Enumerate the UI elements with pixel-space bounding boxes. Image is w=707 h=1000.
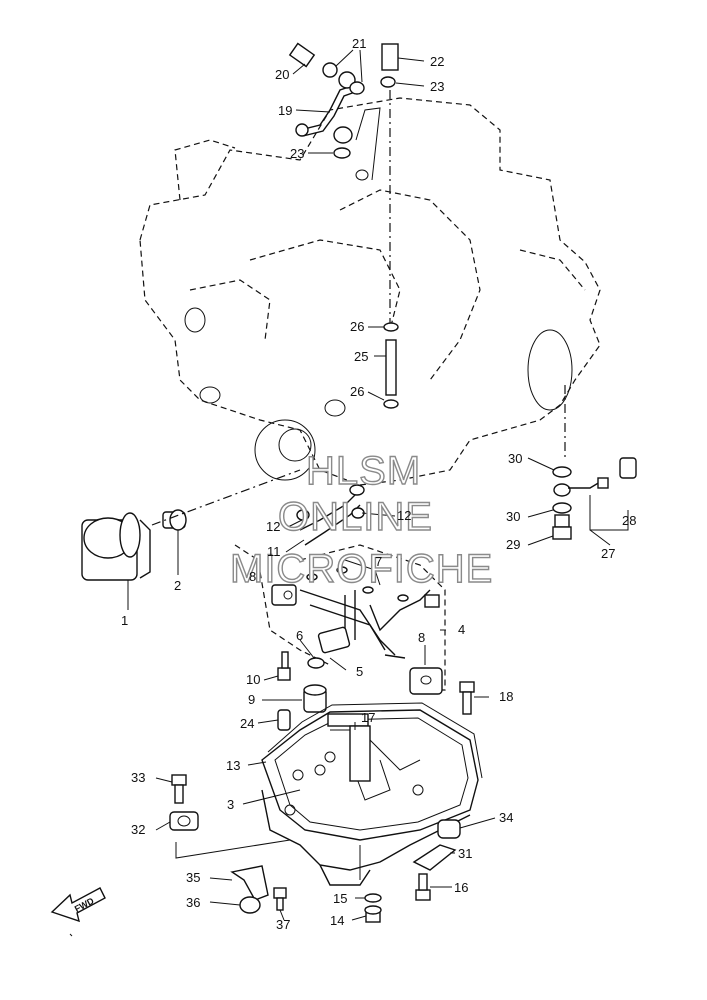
o-rings-7 bbox=[306, 566, 409, 602]
forward-direction-arrow: FWD bbox=[50, 887, 106, 923]
callout-11: 11 bbox=[267, 544, 281, 559]
callout-19: 19 bbox=[278, 103, 292, 118]
watermark-line-3: MICROFICHE bbox=[230, 547, 493, 591]
callout-7: 7 bbox=[375, 554, 382, 569]
o-ring-6 bbox=[307, 657, 325, 669]
callout-2: 2 bbox=[174, 578, 181, 593]
callout-17: 17 bbox=[361, 710, 375, 725]
callout-8-right: 8 bbox=[418, 630, 425, 645]
callout-5: 5 bbox=[356, 664, 363, 679]
callout-36: 36 bbox=[186, 895, 200, 910]
sensor-36 bbox=[239, 896, 261, 914]
bolt-16 bbox=[415, 873, 431, 901]
drain-bolt-14 bbox=[364, 905, 382, 923]
oil-pressure-switch-parts bbox=[552, 385, 637, 540]
plate-31 bbox=[412, 844, 457, 871]
callout-33: 33 bbox=[131, 770, 145, 785]
callout-23-top: 23 bbox=[430, 79, 444, 94]
callout-9: 9 bbox=[248, 692, 255, 707]
callout-3: 3 bbox=[227, 797, 234, 812]
callout-10: 10 bbox=[246, 672, 260, 687]
callout-24: 24 bbox=[240, 716, 254, 731]
callout-23-lower: 23 bbox=[290, 146, 304, 161]
callout-4: 4 bbox=[458, 622, 465, 637]
oil-filter bbox=[81, 512, 151, 581]
callout-18: 18 bbox=[499, 689, 513, 704]
callout-30-top: 30 bbox=[508, 451, 522, 466]
callout-27: 27 bbox=[601, 546, 615, 561]
callout-29: 29 bbox=[506, 537, 520, 552]
bolt-33 bbox=[171, 774, 187, 804]
union-bolt-2 bbox=[162, 509, 187, 531]
watermark-line-1: HLSM bbox=[306, 449, 421, 493]
bolt-18 bbox=[459, 681, 475, 715]
oil-pipe-11 bbox=[296, 484, 365, 546]
switch-34 bbox=[437, 819, 461, 839]
oil-cooler-tube-assembly bbox=[288, 42, 399, 330]
bracket-32 bbox=[169, 811, 199, 831]
callout-37: 37 bbox=[276, 917, 290, 932]
bolt-10 bbox=[277, 651, 291, 681]
corner-mark bbox=[69, 933, 73, 937]
callout-1: 1 bbox=[121, 613, 128, 628]
oil-pan-gasket bbox=[267, 702, 483, 779]
callout-8-left: 8 bbox=[249, 569, 256, 584]
callout-25: 25 bbox=[354, 349, 368, 364]
callout-32: 32 bbox=[131, 822, 145, 837]
callout-numbers: 1 2 3 4 5 6 7 8 8 9 10 11 12 12 13 14 15… bbox=[121, 36, 636, 932]
strainer-assembly bbox=[234, 544, 446, 691]
callout-28: 28 bbox=[622, 513, 636, 528]
callout-26-bottom: 26 bbox=[350, 384, 364, 399]
oil-pipe-25 bbox=[383, 322, 399, 409]
bolt-37 bbox=[273, 887, 287, 911]
callout-12-left: 12 bbox=[266, 519, 280, 534]
damper-8-right bbox=[409, 667, 443, 695]
callout-21: 21 bbox=[352, 36, 366, 51]
watermark: HLSM ONLINE MICROFICHE bbox=[229, 448, 493, 591]
bracket-35 bbox=[230, 865, 269, 901]
leader-lines bbox=[127, 49, 611, 921]
callout-35: 35 bbox=[186, 870, 200, 885]
callout-26-top: 26 bbox=[350, 319, 364, 334]
callout-13: 13 bbox=[226, 758, 240, 773]
oil-pan bbox=[261, 709, 479, 886]
engine-block-outline bbox=[139, 97, 601, 486]
callout-16: 16 bbox=[454, 880, 468, 895]
callout-30-bottom: 30 bbox=[506, 509, 520, 524]
callout-31: 31 bbox=[458, 846, 472, 861]
callout-14: 14 bbox=[330, 913, 344, 928]
damper-8-left bbox=[271, 584, 297, 606]
dowel-24 bbox=[277, 709, 291, 731]
callout-12-right: 12 bbox=[397, 508, 411, 523]
filter-centerline bbox=[151, 469, 301, 526]
callout-15: 15 bbox=[333, 891, 347, 906]
watermark-line-2: ONLINE bbox=[278, 495, 433, 539]
callout-22: 22 bbox=[430, 54, 444, 69]
plug-9 bbox=[303, 684, 327, 713]
callout-6: 6 bbox=[296, 628, 303, 643]
washer-15 bbox=[364, 893, 382, 903]
callout-20: 20 bbox=[275, 67, 289, 82]
callout-34: 34 bbox=[499, 810, 513, 825]
